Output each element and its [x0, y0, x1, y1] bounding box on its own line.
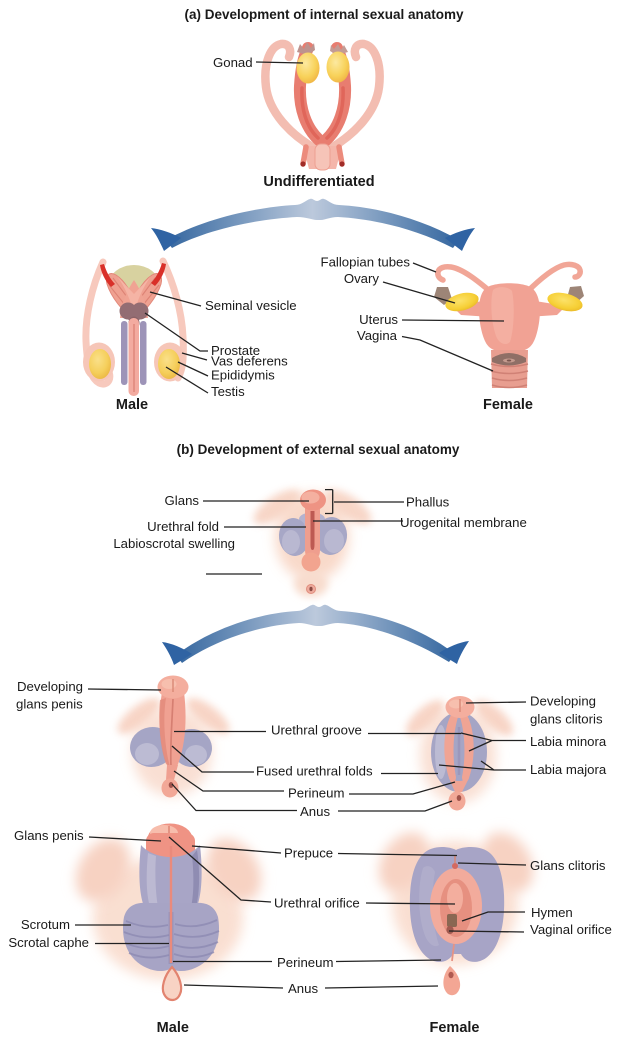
svg-text:Vaginal orifice: Vaginal orifice [530, 922, 612, 937]
svg-text:Uterus: Uterus [359, 312, 398, 327]
svg-text:Ovary: Ovary [344, 271, 380, 286]
svg-text:Perineum: Perineum [288, 786, 344, 801]
svg-text:Male: Male [157, 1020, 189, 1036]
svg-text:Fused urethral folds: Fused urethral folds [256, 764, 373, 779]
svg-text:Urethral groove: Urethral groove [271, 723, 362, 738]
svg-text:Glans penis: Glans penis [14, 828, 84, 843]
svg-text:Labioscrotal swelling: Labioscrotal swelling [113, 536, 235, 551]
svg-text:Vagina: Vagina [357, 328, 398, 343]
svg-text:Male: Male [116, 397, 148, 413]
svg-text:Labia majora: Labia majora [530, 762, 607, 777]
svg-text:Glans clitoris: Glans clitoris [530, 858, 606, 873]
svg-text:Gonad: Gonad [213, 55, 253, 70]
svg-text:Labia minora: Labia minora [530, 734, 607, 749]
svg-text:Urethral orifice: Urethral orifice [274, 896, 360, 911]
svg-text:Testis: Testis [211, 384, 245, 399]
svg-text:Fallopian tubes: Fallopian tubes [321, 255, 411, 270]
svg-text:(a) Development of internal se: (a) Development of internal sexual anato… [184, 7, 464, 22]
svg-text:Scrotal caphe: Scrotal caphe [8, 935, 89, 950]
svg-text:Developing: Developing [530, 694, 596, 709]
svg-text:Anus: Anus [288, 981, 318, 996]
svg-text:Glans: Glans [165, 493, 200, 508]
svg-text:Phallus: Phallus [406, 495, 450, 510]
svg-text:Perineum: Perineum [277, 955, 333, 970]
svg-text:glans penis: glans penis [16, 697, 83, 712]
svg-text:Female: Female [483, 397, 533, 413]
svg-text:Undifferentiated: Undifferentiated [263, 174, 374, 190]
svg-text:Anus: Anus [300, 804, 330, 819]
svg-text:Prepuce: Prepuce [284, 846, 333, 861]
svg-text:Seminal vesicle: Seminal vesicle [205, 298, 297, 313]
svg-text:Vas deferens: Vas deferens [211, 354, 288, 369]
svg-text:Female: Female [430, 1020, 480, 1036]
svg-text:(b) Development of external se: (b) Development of external sexual anato… [177, 442, 460, 457]
svg-text:Developing: Developing [17, 679, 83, 694]
svg-text:Scrotum: Scrotum [21, 917, 70, 932]
svg-text:Urethral fold: Urethral fold [147, 519, 219, 534]
svg-text:Hymen: Hymen [531, 905, 573, 920]
svg-text:Prostate: Prostate [211, 343, 260, 358]
svg-text:glans clitoris: glans clitoris [530, 712, 603, 727]
svg-text:Urogenital membrane: Urogenital membrane [400, 515, 527, 530]
svg-text:Epididymis: Epididymis [211, 368, 275, 383]
